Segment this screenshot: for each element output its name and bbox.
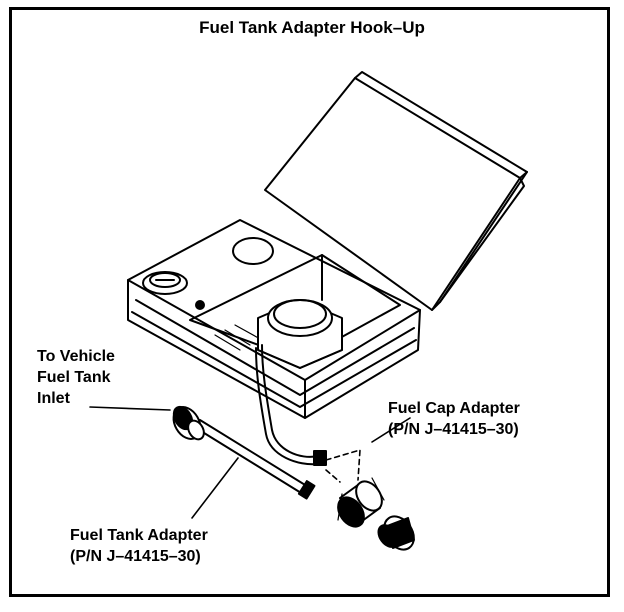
label-tank-adapter-line-1: Fuel Tank Adapter: [70, 527, 208, 544]
vehicle-fuel-cap: [377, 515, 415, 551]
fuel-cap-adapter-part: [337, 477, 385, 528]
tank-lid: [264, 71, 528, 311]
tank-opening: [232, 237, 274, 265]
tank-body: [127, 219, 421, 419]
label-fuel-cap-adapter: Fuel Cap Adapter (P/N J–41415–30): [388, 398, 520, 440]
label-inlet-line-1: To Vehicle: [37, 348, 115, 365]
hose: [255, 344, 327, 466]
leader-cap-adapter: [371, 417, 411, 443]
fuel-tank-adapter-part: [172, 405, 316, 500]
label-inlet-line-2: Fuel Tank: [37, 369, 111, 386]
label-to-vehicle-fuel-tank-inlet: To Vehicle Fuel Tank Inlet: [37, 346, 115, 409]
figure-title: Fuel Tank Adapter Hook–Up: [199, 18, 425, 37]
connection-line: [325, 449, 361, 481]
leader-inlet: [89, 406, 171, 411]
label-tank-adapter-line-2: (P/N J–41415–30): [70, 548, 201, 565]
label-inlet-line-3: Inlet: [37, 390, 70, 407]
label-cap-adapter-line-1: Fuel Cap Adapter: [388, 400, 520, 417]
label-cap-adapter-line-2: (P/N J–41415–30): [388, 421, 519, 438]
leader-tank-adapter: [191, 457, 239, 519]
tank-fill-cap: [142, 271, 188, 295]
pump-assembly: [257, 299, 343, 369]
vent-nub: [195, 300, 205, 310]
label-fuel-tank-adapter: Fuel Tank Adapter (P/N J–41415–30): [70, 525, 208, 567]
